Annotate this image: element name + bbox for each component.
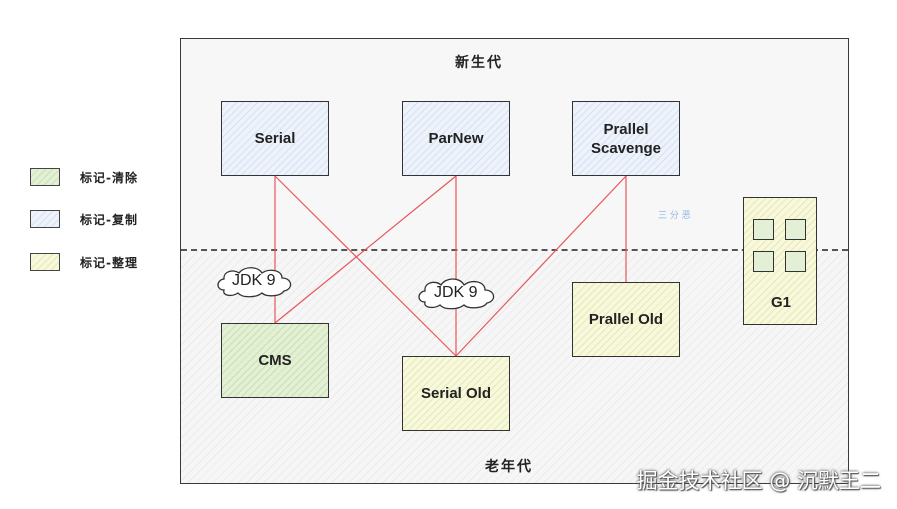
- g1-label: G1: [770, 294, 791, 311]
- legend-label-mark-copy: 标记-复制: [80, 212, 138, 227]
- g1-region: [753, 251, 774, 272]
- legend-swatch-mark-copy: [30, 210, 60, 228]
- legend-swatch-mark-sweep: [30, 168, 60, 186]
- jdk9-label-left: JDK 9: [232, 272, 276, 289]
- serial-old-collector: Serial Old: [402, 356, 510, 431]
- watermark-main: 掘金技术社区 @ 沉默王二: [636, 469, 881, 493]
- generation-divider: [181, 249, 848, 251]
- parallel-scavenge-collector: Prallel Scavenge: [572, 101, 680, 176]
- legend-label-mark-compact: 标记-整理: [80, 255, 138, 270]
- serial-collector: Serial: [221, 101, 329, 176]
- g1-region: [753, 219, 774, 240]
- legend-swatch-mark-compact: [30, 253, 60, 271]
- connection-serial-serial_old: [274, 175, 457, 357]
- old-generation-label: 老年代: [485, 459, 533, 475]
- legend-mark-sweep: 标记-清除: [30, 167, 138, 187]
- young-generation-label: 新生代: [455, 55, 503, 71]
- connection-parallel_scavenge-serial_old: [455, 175, 627, 357]
- heap-frame: [180, 38, 849, 484]
- legend-label-mark-sweep: 标记-清除: [80, 170, 138, 185]
- jdk9-label-right: JDK 9: [434, 284, 478, 301]
- g1-collector: G1: [743, 197, 817, 325]
- legend-mark-copy: 标记-复制: [30, 209, 138, 229]
- parnew-collector: ParNew: [402, 101, 510, 176]
- cms-collector: CMS: [221, 323, 329, 398]
- jdk9-cloud-left: [217, 267, 292, 298]
- watermark-small: 三 分 恶: [658, 211, 691, 221]
- parallel-old-collector: Prallel Old: [572, 282, 680, 357]
- g1-region: [785, 251, 806, 272]
- connection-parnew-cms: [274, 175, 457, 324]
- legend-mark-compact: 标记-整理: [30, 252, 138, 272]
- jdk9-cloud-right: [418, 278, 495, 310]
- g1-region: [785, 219, 806, 240]
